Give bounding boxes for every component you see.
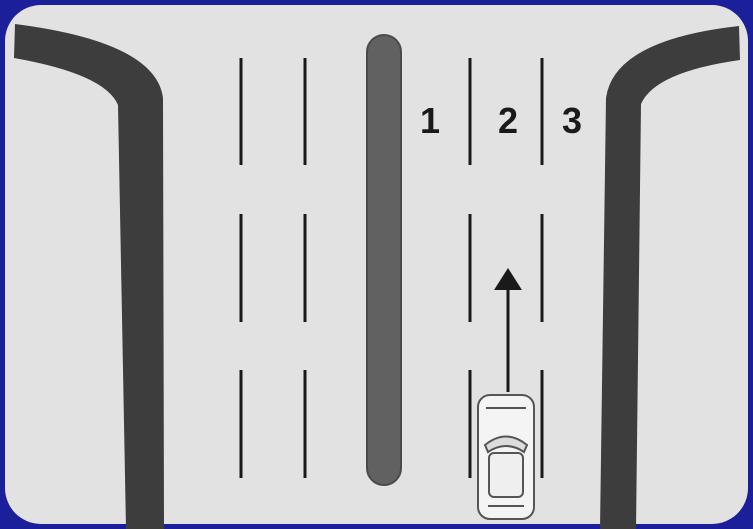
lane-label-3: 3	[562, 100, 582, 141]
lane-label-1: 1	[420, 100, 440, 141]
lane-label-2: 2	[498, 100, 518, 141]
car-roof	[489, 453, 523, 497]
car-icon	[478, 395, 534, 519]
median-strip	[367, 35, 401, 485]
